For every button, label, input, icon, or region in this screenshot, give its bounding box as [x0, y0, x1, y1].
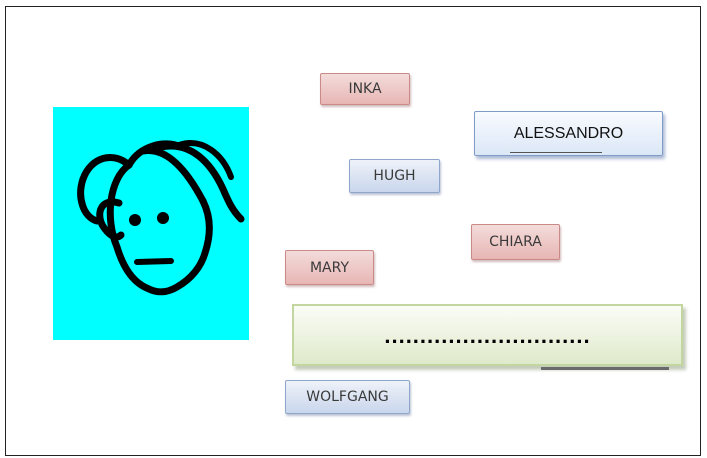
- answer-placeholder: .............................: [384, 323, 591, 348]
- name-chip-alessandro[interactable]: ALESSANDRO: [474, 111, 663, 156]
- name-chip-label: MARY: [309, 259, 350, 276]
- answer-shadow-bar: [541, 367, 669, 370]
- name-chip-label: CHIARA: [489, 234, 542, 250]
- name-chip-wolfgang[interactable]: WOLFGANG: [285, 380, 410, 414]
- answer-drop-box[interactable]: .............................: [292, 304, 683, 366]
- name-chip-label: ALESSANDRO: [513, 124, 624, 142]
- face-drawing-icon: [77, 140, 245, 296]
- name-chip-label: INKA: [348, 81, 382, 97]
- face-picture: [53, 107, 249, 340]
- name-chip-mary[interactable]: MARY: [285, 250, 374, 285]
- name-chip-chiara[interactable]: CHIARA: [471, 224, 560, 260]
- name-chip-hugh[interactable]: HUGH: [349, 159, 440, 193]
- name-chip-label: WOLFGANG: [306, 389, 389, 405]
- name-chip-inka[interactable]: INKA: [320, 73, 410, 105]
- name-chip-label: HUGH: [373, 168, 416, 184]
- underline-divider: [510, 152, 602, 153]
